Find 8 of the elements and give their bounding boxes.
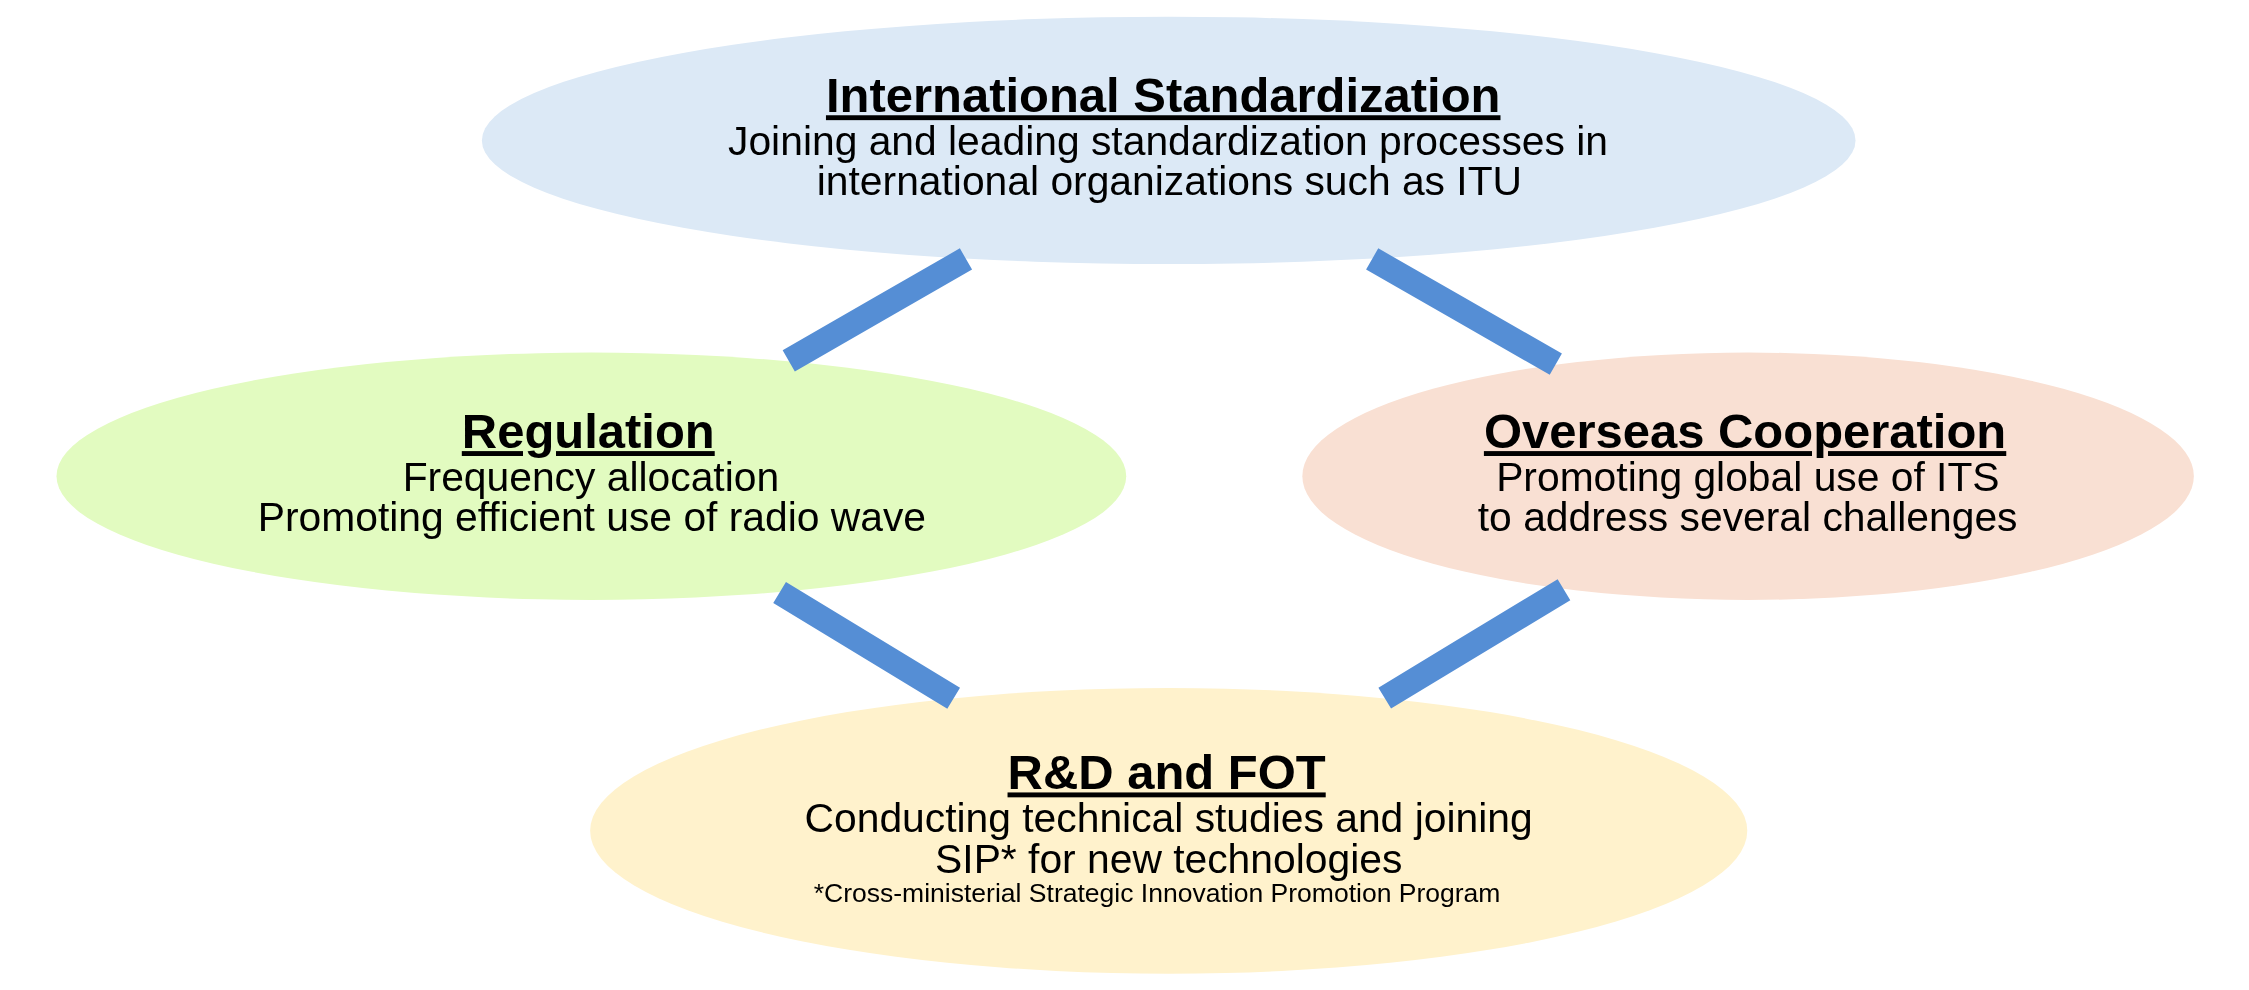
node-ellipse: R&D and FOT Conducting technical studies and joining SIP* for new technologies *Cross-ministerial Strategic Innovation Promotion Program [589, 688, 1747, 974]
connector [782, 248, 972, 372]
connector [772, 582, 960, 709]
connector [1377, 579, 1570, 709]
node-ellipse: International Standardization Joining and leading standardization processes in international organizations such as ITU [481, 16, 1856, 265]
node-ellipse: Regulation Frequency allocation Promoting efficient use of radio wave [56, 352, 1126, 600]
node-ellipse: Overseas Cooperation Promoting global use of ITS to address several challenges [1301, 352, 2194, 600]
connector [1365, 248, 1562, 375]
